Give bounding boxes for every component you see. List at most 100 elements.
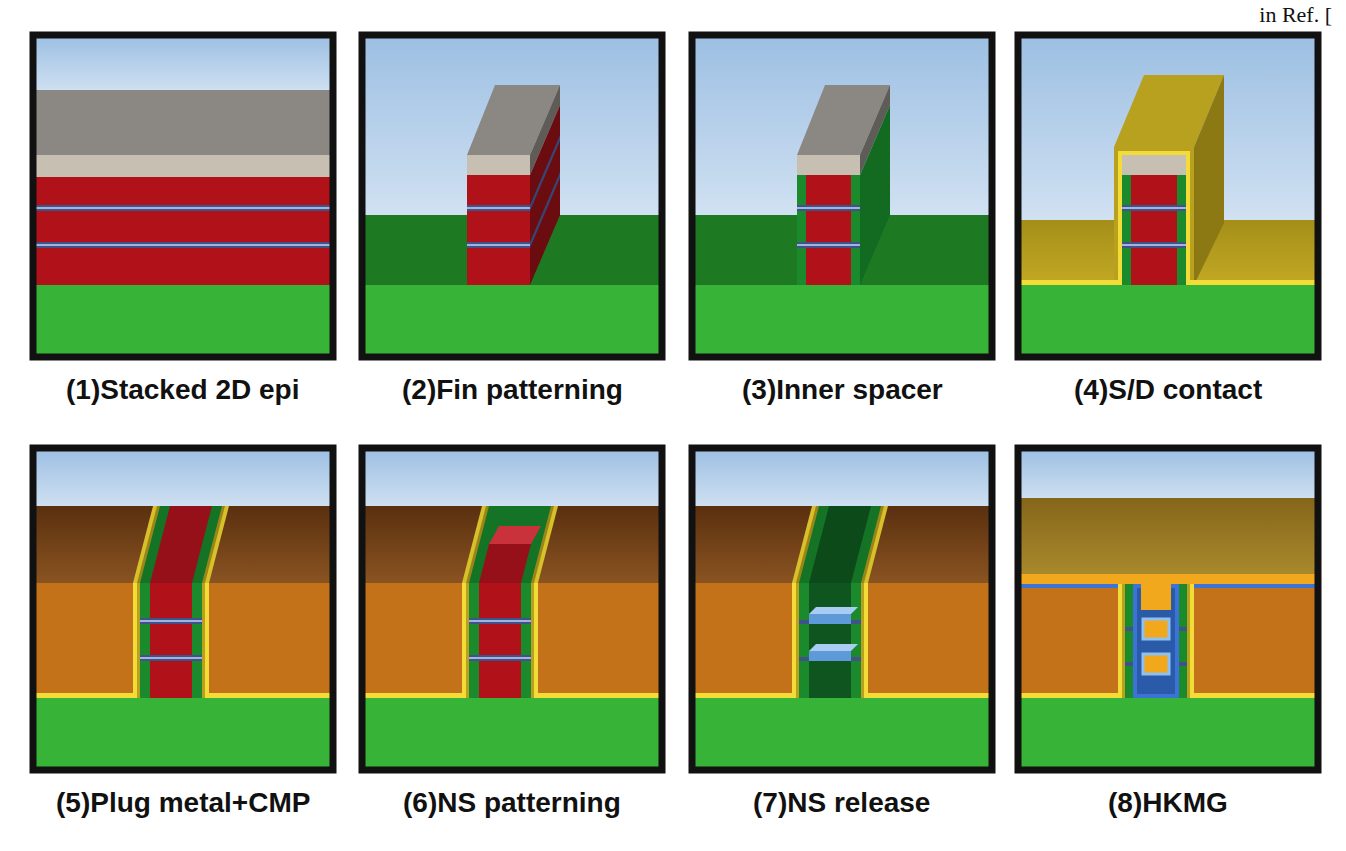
illustration-part	[1141, 574, 1171, 610]
illustration-part	[137, 583, 205, 698]
illustration-part	[797, 175, 860, 285]
illustration-part	[1122, 207, 1186, 209]
illustration-part	[796, 506, 884, 583]
illustration-part	[692, 448, 992, 510]
illustration-part	[692, 448, 992, 770]
illustration-part	[33, 448, 333, 770]
illustration-part	[797, 205, 860, 211]
illustration-part	[1018, 693, 1122, 698]
illustration-part	[362, 448, 662, 770]
illustration-part	[469, 655, 531, 661]
panel-plug-metal	[33, 448, 333, 770]
illustration-part	[1114, 147, 1194, 285]
illustration-part	[1122, 244, 1186, 246]
panel-ns-release	[692, 448, 992, 770]
illustration-part	[362, 506, 662, 586]
illustration-part	[467, 205, 530, 211]
process-panel: (2)Fin patterning	[362, 35, 662, 357]
illustration-part	[1122, 175, 1186, 285]
process-panel: (7)NS release	[692, 448, 992, 770]
panel-sd-contact	[1018, 35, 1318, 357]
illustration-part	[469, 583, 531, 698]
illustration-part	[467, 242, 530, 248]
illustration-part	[692, 583, 992, 698]
illustration-part	[362, 698, 662, 770]
process-panel: (1)Stacked 2D epi	[33, 35, 333, 357]
illustration-part	[33, 35, 333, 357]
illustration-part	[33, 35, 333, 95]
illustration-part	[362, 448, 662, 510]
illustration-part	[33, 448, 333, 770]
illustration-part	[140, 620, 202, 622]
illustration-part	[797, 242, 860, 248]
illustration-part	[1122, 155, 1186, 175]
illustration-part	[33, 242, 333, 248]
illustration-part	[692, 506, 992, 586]
illustration-part	[469, 657, 531, 659]
step-caption: (8)HKMG	[1108, 786, 1228, 820]
illustration-part	[137, 506, 225, 583]
illustration-part	[692, 35, 992, 357]
illustration-part	[205, 693, 333, 698]
illustration-part	[1018, 35, 1318, 357]
illustration-part	[33, 693, 137, 698]
panel-inner-spacer	[692, 35, 992, 357]
illustration-part	[1018, 280, 1120, 285]
illustration-part	[33, 583, 333, 698]
illustration-part	[33, 698, 333, 770]
illustration-part	[33, 205, 333, 211]
illustration-part	[469, 506, 551, 583]
illustration-part	[33, 90, 333, 155]
process-panel: (8)HKMG	[1018, 448, 1318, 770]
illustration-part	[33, 244, 333, 246]
illustration-part	[362, 693, 466, 698]
illustration-part	[33, 448, 333, 510]
illustration-part	[860, 105, 890, 285]
step-caption: (3)Inner spacer	[742, 373, 943, 407]
illustration-part	[140, 506, 222, 583]
illustration-part	[479, 544, 531, 583]
illustration-part	[1018, 448, 1318, 503]
illustration-part	[530, 172, 560, 248]
illustration-part	[140, 583, 202, 698]
step-caption: (7)NS release	[753, 786, 930, 820]
illustration-part	[1190, 693, 1318, 698]
process-panel: (3)Inner spacer	[692, 35, 992, 357]
illustration-part	[1122, 205, 1186, 211]
panel-ns-patterning	[362, 448, 662, 770]
illustration-part	[1194, 75, 1224, 285]
panel-stacked-epi	[33, 35, 333, 357]
illustration-part	[796, 583, 864, 698]
illustration-part	[809, 607, 858, 614]
illustration-part	[150, 583, 192, 698]
illustration-part	[1179, 662, 1187, 666]
illustration-part	[797, 155, 860, 175]
illustration-part	[140, 655, 202, 661]
illustration-part	[809, 506, 871, 583]
illustration-part	[362, 448, 662, 770]
illustration-part	[792, 583, 868, 698]
illustration-part	[462, 583, 538, 698]
illustration-part	[797, 244, 860, 246]
illustration-part	[799, 583, 861, 698]
illustration-part	[33, 35, 333, 357]
illustration-part	[1122, 242, 1186, 248]
illustration-part	[692, 35, 992, 357]
illustration-part	[489, 526, 541, 544]
illustration-part	[864, 693, 992, 698]
illustration-part	[362, 35, 662, 357]
illustration-part	[133, 583, 209, 698]
illustration-part	[1125, 627, 1133, 631]
illustration-part	[462, 506, 558, 583]
illustration-part	[1131, 175, 1177, 285]
illustration-part	[33, 207, 333, 209]
illustration-part	[809, 614, 851, 624]
illustration-part	[362, 285, 662, 357]
illustration-part	[692, 285, 992, 357]
illustration-part	[1018, 448, 1318, 770]
panel-fin	[362, 35, 662, 357]
illustration-part	[466, 506, 554, 583]
illustration-part	[1143, 619, 1169, 639]
illustration-part	[1018, 498, 1318, 576]
